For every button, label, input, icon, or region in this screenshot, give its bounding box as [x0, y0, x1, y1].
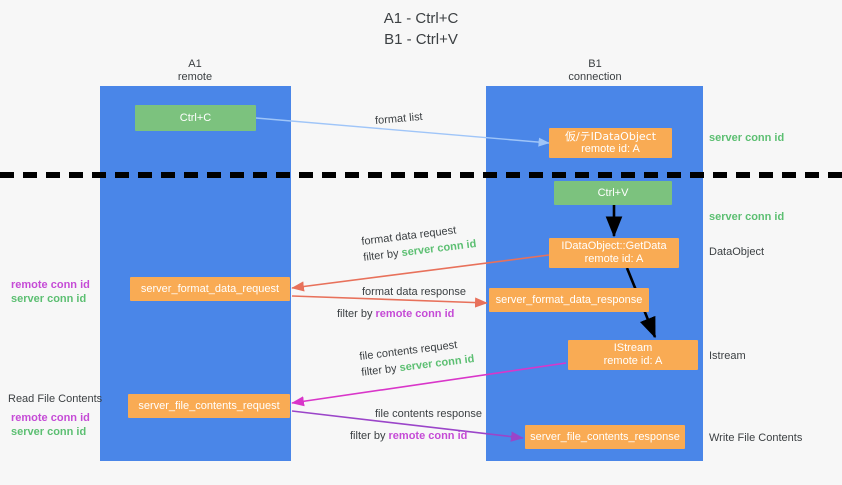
node-server-format-data-request[interactable]: server_format_data_request	[130, 277, 290, 301]
side-label-istream: Istream	[709, 350, 746, 362]
edge-label-file-contents-request: file contents request filter by server c…	[359, 336, 476, 380]
node-getdata[interactable]: IDataObject::GetData remote id: A	[549, 238, 679, 268]
node-server-format-data-response[interactable]: server_format_data_response	[489, 288, 649, 312]
lane-header-b1: B1 connection	[530, 58, 660, 84]
node-istream-sublabel: remote id: A	[603, 355, 663, 367]
node-ctrl-c[interactable]: Ctrl+C	[135, 105, 256, 131]
side-label-conn-ids-mid: remote conn id server conn id	[11, 278, 90, 306]
side-label-remote-conn-id-mid: remote conn id	[11, 279, 90, 291]
side-label-dataobject: DataObject	[709, 246, 765, 258]
node-idataobject-create-label: 仮/テIDataObject	[564, 130, 657, 143]
edge-label-format-data-response-title: format data response	[362, 286, 466, 298]
filter-by-text-3: filter by	[360, 362, 401, 379]
filter-by-text-4: filter by	[350, 430, 389, 442]
node-ctrl-v-label: Ctrl+V	[597, 186, 629, 199]
page-title: A1 - Ctrl+C B1 - Ctrl+V	[0, 8, 842, 50]
filter-remote-conn-id-4: remote conn id	[388, 430, 468, 442]
side-label-server-conn-id-bottom: server conn id	[11, 426, 87, 438]
node-ctrl-v[interactable]: Ctrl+V	[554, 181, 672, 205]
node-idataobject-create[interactable]: 仮/テIDataObject remote id: A	[549, 128, 672, 158]
node-istream[interactable]: IStream remote id: A	[568, 340, 698, 370]
edge-label-file-contents-response: file contents response filter by remote …	[350, 407, 483, 443]
node-getdata-label: IDataObject::GetData	[561, 240, 667, 252]
side-label-remote-conn-id-bottom: remote conn id	[11, 412, 90, 424]
node-ctrl-c-label: Ctrl+C	[179, 111, 212, 124]
title-line-1: A1 - Ctrl+C	[383, 10, 459, 27]
side-label-server-conn-id-top: server conn id	[709, 132, 785, 144]
side-label-write-file-contents: Write File Contents	[709, 432, 803, 444]
filter-by-text-2: filter by	[337, 308, 376, 320]
side-label-server-conn-id-left-mid: server conn id	[11, 293, 87, 305]
title-line-2: B1 - Ctrl+V	[384, 31, 458, 48]
node-server-file-contents-response[interactable]: server_file_contents_response	[525, 425, 685, 449]
node-server-file-contents-request[interactable]: server_file_contents_request	[128, 394, 290, 418]
lane-header-a1: A1 remote	[130, 58, 260, 84]
node-server-file-contents-request-label: server_file_contents_request	[138, 399, 280, 412]
edge-label-format-data-response-filter: filter by remote conn id	[337, 307, 466, 321]
edge-label-file-contents-response-filter: filter by remote conn id	[350, 429, 482, 443]
filter-remote-conn-id-2: remote conn id	[375, 308, 455, 320]
edge-label-format-data-response: format data response filter by remote co…	[337, 285, 466, 321]
node-server-file-contents-response-label: server_file_contents_response	[530, 430, 680, 443]
lane-a1-title: A1	[188, 58, 202, 70]
node-getdata-sublabel: remote id: A	[584, 253, 644, 265]
node-istream-label: IStream	[613, 342, 653, 354]
edge-label-format-list: format list	[374, 110, 424, 128]
side-label-conn-ids-bottom: remote conn id server conn id	[11, 411, 90, 439]
filter-by-text-1: filter by	[362, 247, 403, 264]
node-server-format-data-request-label: server_format_data_request	[140, 282, 280, 295]
lane-a1-subtitle: remote	[177, 71, 213, 83]
node-idataobject-create-sublabel: remote id: A	[581, 143, 640, 155]
side-label-read-file-contents: Read File Contents	[8, 393, 103, 405]
edge-label-file-contents-response-title: file contents response	[375, 408, 483, 420]
lane-b1-subtitle: connection	[568, 71, 622, 83]
side-label-server-conn-id-mid: server conn id	[709, 211, 785, 223]
node-server-format-data-response-label: server_format_data_response	[495, 293, 643, 306]
edge-label-format-data-request: format data request filter by server con…	[361, 221, 478, 265]
lane-b1-title: B1	[588, 58, 602, 70]
